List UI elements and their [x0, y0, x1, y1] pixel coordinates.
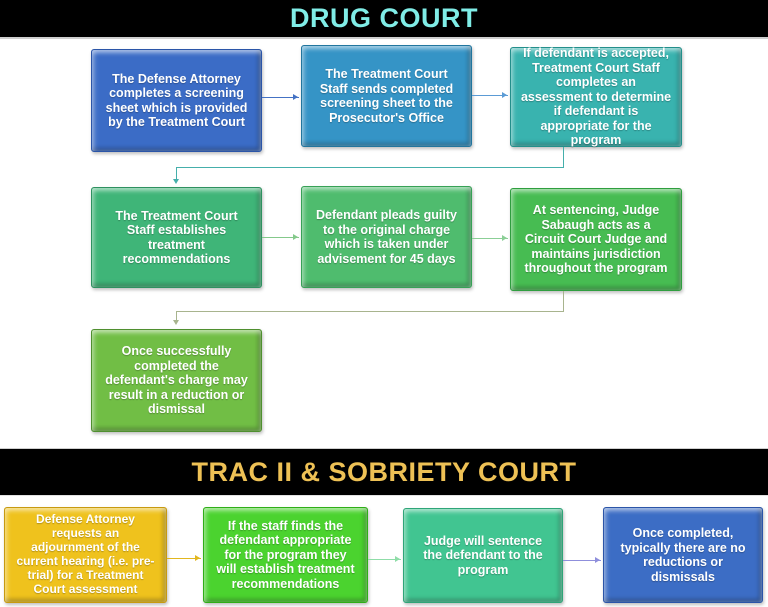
- elbow-sentencing-to-dismissal: [176, 291, 564, 312]
- elbow-assessment-to-recommendations: [176, 147, 564, 168]
- box-assessment-label: If defendant is accepted, Treatment Cour…: [520, 46, 672, 148]
- box-treatment-recommendations-label: The Treatment Court Staff establishes tr…: [115, 208, 238, 267]
- arrow-send-to-assessment: [472, 92, 508, 98]
- arrow-judge-to-completed: [563, 557, 601, 563]
- box-send-screening-sheet: The Treatment Court Staff sends complete…: [301, 45, 472, 147]
- box-no-reductions: Once completed, typically there are no r…: [603, 507, 763, 603]
- box-adjournment-request-label: Defense Attorney requests an adjournment…: [16, 512, 155, 596]
- section-title-trac-sobriety: TRAC II & SOBRIETY COURT: [191, 456, 577, 487]
- box-reduction-dismissal: Once successfully completed the defendan…: [91, 329, 262, 432]
- elbow-sentencing-to-dismissal-arrow: [173, 311, 179, 325]
- arrow-screening-to-send: [262, 94, 299, 100]
- arrow-recommendations-to-plea: [262, 234, 299, 240]
- section-title-drug-court: DRUG COURT: [290, 3, 478, 33]
- box-plead-guilty-label: Defendant pleads guilty to the original …: [316, 208, 457, 266]
- box-staff-recommendations-label: If the staff finds the defendant appropr…: [216, 518, 355, 591]
- section-header-trac-sobriety: TRAC II & SOBRIETY COURT: [0, 448, 768, 496]
- section-header-drug-court: DRUG COURT: [0, 0, 768, 39]
- box-reduction-dismissal-label: Once successfully completed the defendan…: [105, 344, 248, 417]
- arrow-plea-to-sentencing: [472, 235, 508, 241]
- box-judge-sentence-label: Judge will sentence the defendant to the…: [423, 533, 543, 577]
- elbow-assessment-to-recommendations-arrow: [173, 167, 179, 184]
- box-sentencing-judge-label: At sentencing, Judge Sabaugh acts as a C…: [524, 203, 668, 276]
- box-judge-sentence: Judge will sentence the defendant to the…: [403, 508, 563, 603]
- box-screening-sheet-label: The Defense Attorney completes a screeni…: [105, 71, 248, 130]
- arrow-adjournment-to-staff: [167, 555, 201, 561]
- box-staff-recommendations: If the staff finds the defendant appropr…: [203, 507, 368, 603]
- box-adjournment-request: Defense Attorney requests an adjournment…: [4, 507, 167, 603]
- arrow-staff-to-judge: [368, 556, 401, 562]
- box-plead-guilty: Defendant pleads guilty to the original …: [301, 186, 472, 288]
- box-screening-sheet: The Defense Attorney completes a screeni…: [91, 49, 262, 152]
- box-treatment-recommendations: The Treatment Court Staff establishes tr…: [91, 187, 262, 288]
- box-assessment: If defendant is accepted, Treatment Cour…: [510, 46, 682, 148]
- box-send-screening-sheet-label: The Treatment Court Staff sends complete…: [319, 67, 454, 125]
- box-no-reductions-label: Once completed, typically there are no r…: [620, 526, 746, 584]
- box-sentencing-judge: At sentencing, Judge Sabaugh acts as a C…: [510, 188, 682, 291]
